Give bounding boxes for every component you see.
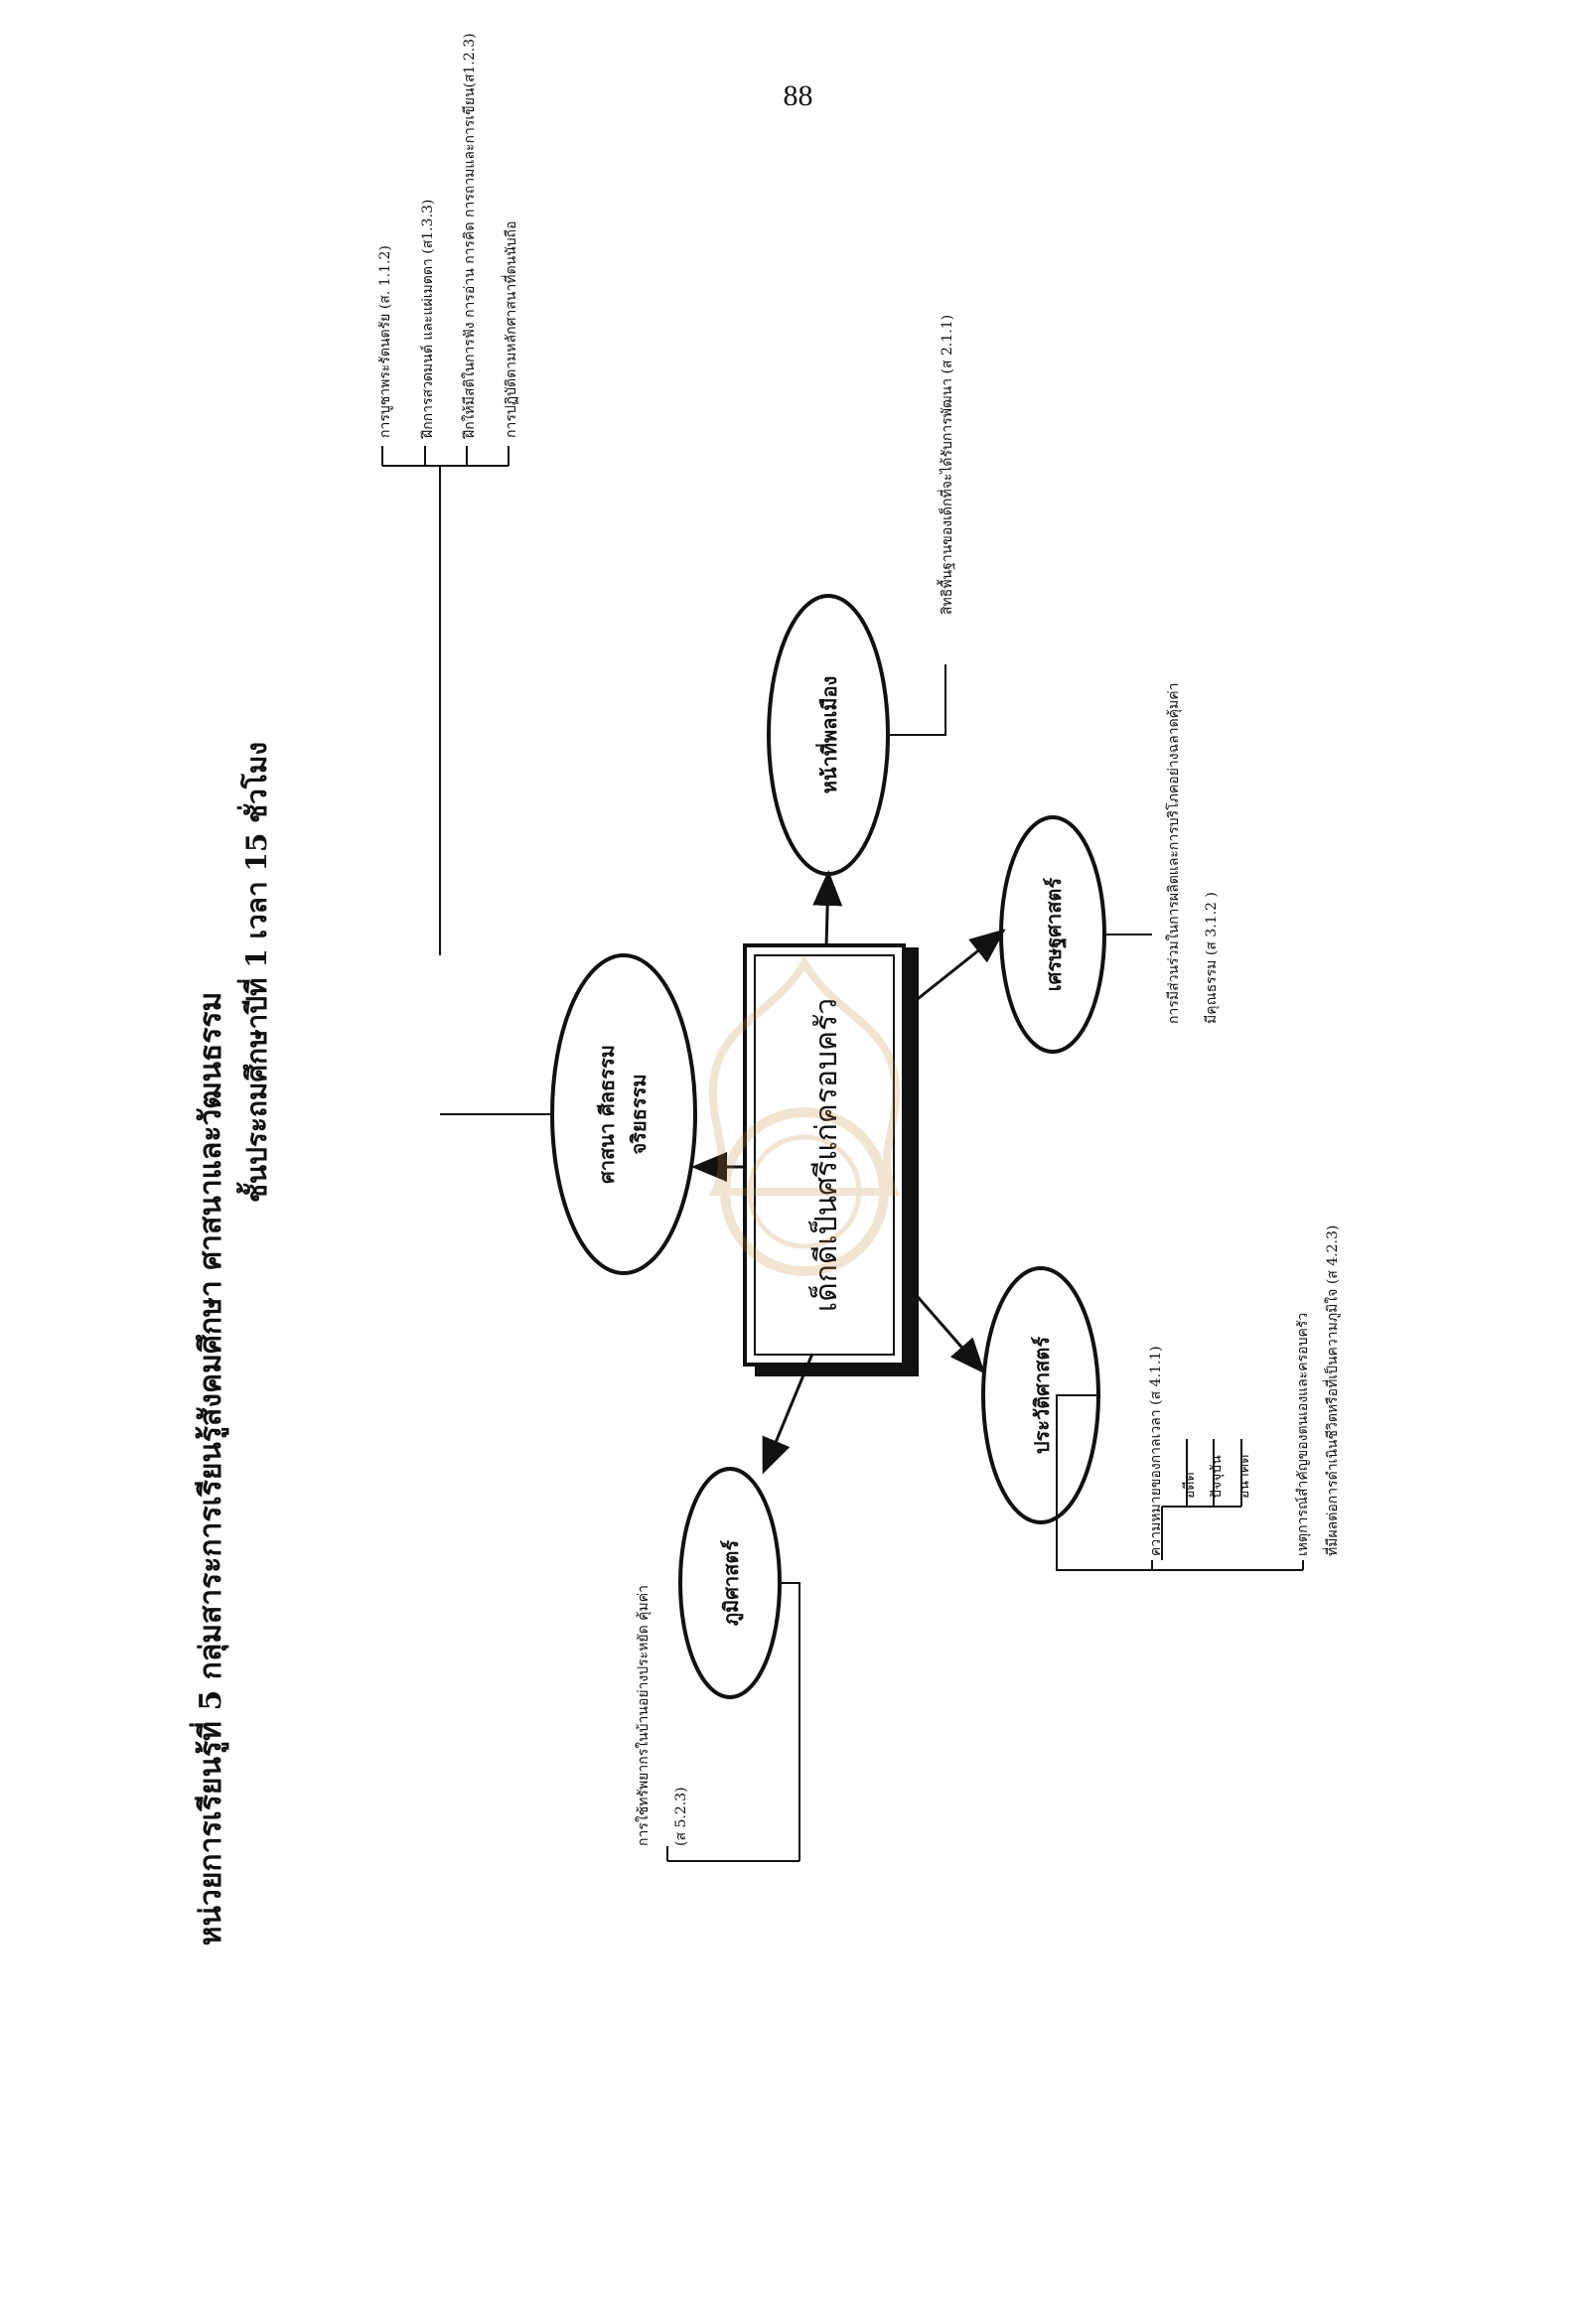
node-civic: หน้าที่พลเมือง [767, 594, 890, 876]
economics-item-1: การมีส่วนร่วมในการผลิตและการบริโภคอย่างฉ… [1165, 682, 1182, 1024]
civic-label: หน้าที่พลเมือง [814, 676, 841, 794]
title-line-1: หน่วยการเรียนรู้ที่ 5 กลุ่มสาระการเรียนร… [189, 992, 229, 1946]
religion-item-3: ฝึกให้มีสติในการฟัง การอ่าน การคิด การถา… [461, 33, 478, 439]
history-item-1: ความหมายของกาลเวลา (ส 4.1.1) [1148, 1346, 1164, 1556]
arrow-to-civic [812, 870, 843, 948]
religion-item-2: ฝึกการสวดมนต์ และแผ่เมตตา (ส1.3.3) [419, 200, 436, 440]
history-label: ประวัติศาสตร์ [1030, 1337, 1054, 1455]
arrow-to-economics [913, 929, 1006, 1004]
geography-branch-lines [666, 1582, 800, 1862]
connector-arrows [691, 870, 1006, 1475]
center-label: เด็กดีเป็นศรีแก่ครอบครัว [807, 998, 844, 1312]
religion-label-2: จริยธรรม [627, 1074, 651, 1154]
geography-item-2: (ส 5.2.3) [673, 1787, 689, 1846]
center-box: เด็กดีเป็นศรีแก่ครอบครัว [743, 943, 919, 1376]
economics-item-2: มีคุณธรรม (ส 3.1.2 ) [1204, 892, 1220, 1024]
history-item-3: ปัจจุบัน [1209, 1455, 1225, 1499]
node-religion: ศาสนา ศีลธรรม จริยธรรม [550, 953, 697, 1275]
history-item-6: ที่มีผลต่อการดำเนินชีวิตหรือที่เป็นความภ… [1323, 1225, 1341, 1556]
node-economics: เศรษฐศาสตร์ [999, 815, 1106, 1054]
history-item-2: อดีต [1182, 1472, 1198, 1499]
civic-item-1: สิทธิพื้นฐานของเด็กที่จะได้รับการพัฒนา (… [937, 315, 955, 615]
title-line-2: ชั้นประถมศึกษาปีที่ 1 เวลา 15 ชั่วโมง [235, 742, 273, 1203]
civic-branch-line [888, 664, 946, 736]
history-item-4: อนาคต [1236, 1455, 1252, 1499]
arrow-to-history [910, 1289, 985, 1374]
geography-item-1: การใช้ทรัพยากรในบ้านอย่างประหยัด คุ้มค่า [635, 1585, 652, 1846]
religion-item-1: การบูชาพระรัตนตรัย (ส. 1.1.2) [377, 245, 393, 438]
religion-branch-lines [381, 446, 552, 1115]
arrow-to-geography [762, 1353, 814, 1475]
economics-label: เศรษฐศาสตร์ [1042, 878, 1068, 992]
geography-label: ภูมิศาสตร์ [719, 1540, 745, 1626]
religion-item-4: การปฏิบัติตามหลักศาสนาที่ตนนับถือ [502, 220, 519, 438]
page-number: 88 [783, 79, 813, 112]
history-branch-lines [1056, 1394, 1304, 1571]
history-item-5: เหตุการณ์สำคัญของตนเองและครอบครัว [1294, 1313, 1311, 1556]
node-history: ประวัติศาสตร์ [981, 1266, 1100, 1524]
religion-label-1: ศาสนา ศีลธรรม [595, 1045, 619, 1184]
node-geography: ภูมิศาสตร์ [678, 1467, 782, 1699]
